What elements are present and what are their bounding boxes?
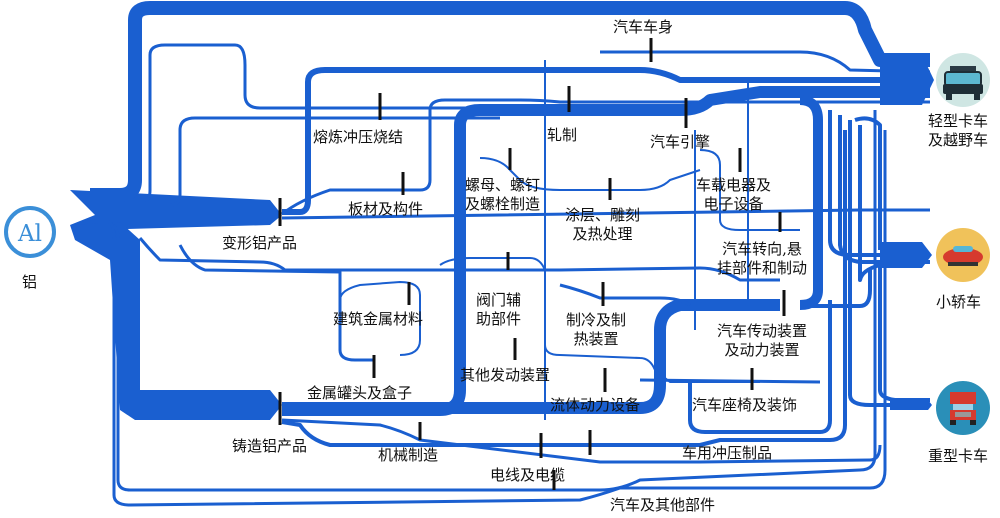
flow-heavy-2 — [858, 125, 930, 402]
dest-label-heavy-truck: 重型卡车 — [928, 447, 989, 465]
flow-heavy-1 — [848, 120, 930, 407]
flow-al-otherparts — [98, 130, 887, 507]
node-label-stamping: 车用冲压制品 — [682, 444, 773, 462]
flow-al-to-lighttruck-top — [90, 1, 930, 202]
chevron-light-truck — [880, 55, 934, 105]
flow-refrig — [559, 283, 691, 307]
flow-transmission-to-car — [800, 270, 872, 308]
flow-steering-bus — [799, 95, 823, 310]
flow-cast-machinery — [281, 130, 847, 447]
node-label-sheet: 板材及构件 — [348, 200, 424, 218]
node-ticks — [278, 38, 786, 490]
flow-wrought-cans — [178, 244, 375, 362]
node-label-wrought: 变形铝产品 — [222, 234, 298, 252]
suv-icon — [936, 53, 990, 107]
node-label-body: 汽车车身 — [613, 18, 674, 36]
dest-label-light-truck: 轻型卡车 及越野车 — [928, 112, 989, 149]
node-label-seats: 汽车座椅及装饰 — [692, 396, 798, 414]
flow-coating — [479, 157, 701, 191]
node-label-coating: 涂层、雕刻 及热处理 — [565, 206, 641, 243]
flow-body — [600, 50, 931, 74]
flow-electrical — [699, 149, 800, 231]
node-label-valves: 阀门辅 助部件 — [476, 291, 522, 328]
node-label-otherengines: 其他发动装置 — [460, 366, 551, 384]
flows — [90, 1, 931, 507]
flow-al-smelt — [95, 43, 560, 202]
node-label-wire: 电线及电缆 — [490, 466, 566, 484]
flow-seats — [688, 300, 832, 434]
node-label-fluidpower: 流体动力设备 — [550, 396, 641, 414]
node-label-rolling: 轧制 — [547, 126, 578, 144]
node-label-steering: 汽车转向,悬 挂部件和制动 — [717, 240, 808, 277]
flow-al-wire — [100, 110, 877, 492]
node-label-machinery: 机械制造 — [378, 446, 439, 464]
node-label-transmission: 汽车传动装置 及动力装置 — [717, 322, 808, 359]
chevron-heavy-truck — [890, 400, 932, 410]
flow-cast-fluid — [282, 299, 780, 414]
flow-wrought-sheet — [281, 98, 930, 216]
node-label-otherparts: 汽车及其他部件 — [610, 496, 716, 514]
flow-cast-wire — [281, 418, 882, 464]
svg-text:Al: Al — [17, 221, 42, 247]
source-label: 铝 — [22, 273, 38, 291]
flow-fluidpower — [639, 378, 821, 384]
dest-label-car: 小轿车 — [936, 293, 982, 311]
node-label-smelt: 熔炼冲压烧结 — [313, 128, 404, 146]
node-label-cans: 金属罐头及盒子 — [307, 384, 413, 402]
node-label-engine: 汽车引擎 — [650, 133, 711, 151]
flow-lighttruck-loop — [854, 116, 882, 250]
semi-truck-icon — [936, 381, 990, 435]
aluminum-element-icon: Al — [4, 206, 56, 258]
node-label-building: 建筑金属材料 — [333, 310, 424, 328]
flow-al-nuts — [100, 116, 500, 207]
flow-wrought-rolling — [282, 67, 930, 215]
flow-building-sub — [339, 281, 421, 356]
node-label-cast: 铸造铝产品 — [232, 437, 308, 455]
node-label-refrig: 制冷及制 热装置 — [566, 311, 627, 348]
node-label-electrical: 车载电器及 电子设备 — [696, 176, 772, 213]
node-label-nuts: 螺母、螺钉 及螺栓制造 — [465, 176, 541, 213]
flow-building — [138, 237, 780, 282]
chevron-car — [880, 242, 932, 268]
sports-car-icon — [936, 228, 990, 282]
